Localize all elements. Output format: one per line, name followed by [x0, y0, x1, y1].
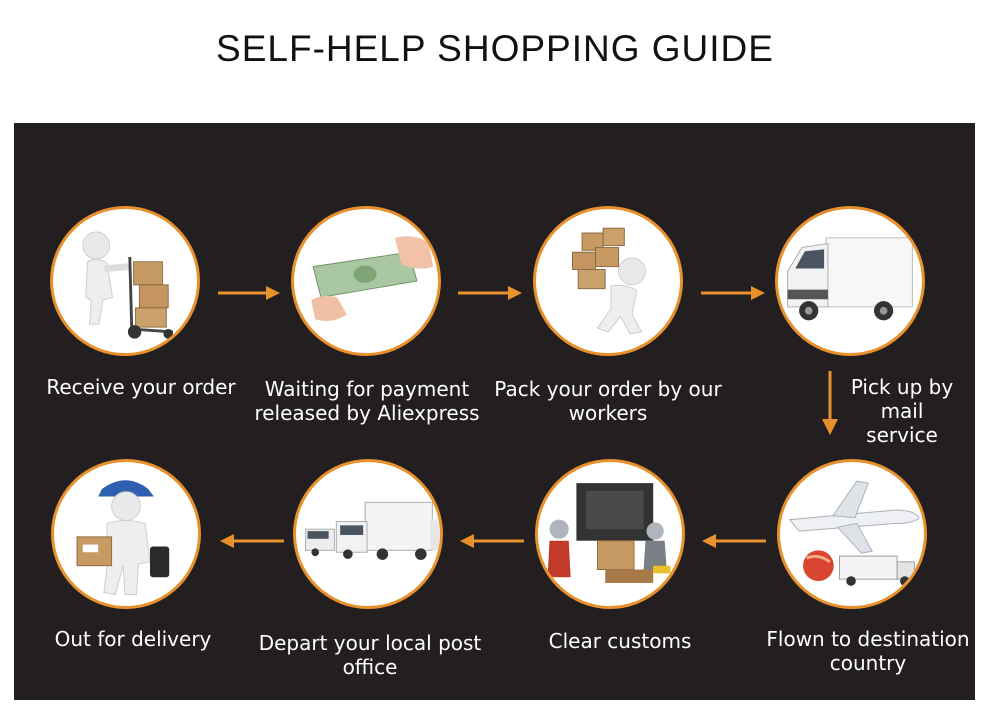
arrow-left-icon: [702, 534, 766, 548]
step-2-label: Waiting for payment released by Aliexpre…: [254, 377, 480, 425]
figure-with-hand-truck-icon: [82, 231, 174, 339]
step-1-label: Receive your order: [46, 375, 236, 399]
arrow-right-icon: [458, 286, 522, 300]
step-7-image: [293, 459, 443, 609]
step-3-image: [533, 206, 683, 356]
page-title: SELF-HELP SHOPPING GUIDE: [216, 28, 774, 69]
figure-carrying-boxes-icon: [572, 227, 646, 335]
delivery-van-icon: [787, 237, 913, 321]
step-4-label: Pick up by mail service: [850, 375, 954, 447]
arrow-right-icon: [218, 286, 280, 300]
step-2-image: [291, 206, 441, 356]
courier-figure-icon: [76, 480, 170, 596]
step-8-image: [51, 459, 201, 609]
step-3-label: Pack your order by our workers: [494, 377, 722, 425]
cash-handover-icon: [311, 236, 434, 321]
arrow-right-icon: [701, 286, 765, 300]
step-1-image: [50, 206, 200, 356]
trucks-fleet-icon: [305, 501, 440, 560]
arrow-left-icon: [220, 534, 284, 548]
process-panel: Receive your order Waiting for payment r…: [14, 123, 975, 700]
arrow-left-icon: [460, 534, 524, 548]
customs-robots-icon: [547, 483, 671, 583]
step-5-label: Flown to destination country: [766, 627, 970, 675]
step-5-image: [777, 459, 927, 609]
step-6-label: Clear customs: [548, 629, 692, 653]
step-6-image: [535, 459, 685, 609]
airplane-cargo-icon: [788, 480, 920, 586]
step-7-label: Depart your local post office: [258, 631, 482, 679]
step-4-image: [775, 206, 925, 356]
arrow-down-icon: [822, 371, 838, 435]
step-8-label: Out for delivery: [54, 627, 212, 651]
